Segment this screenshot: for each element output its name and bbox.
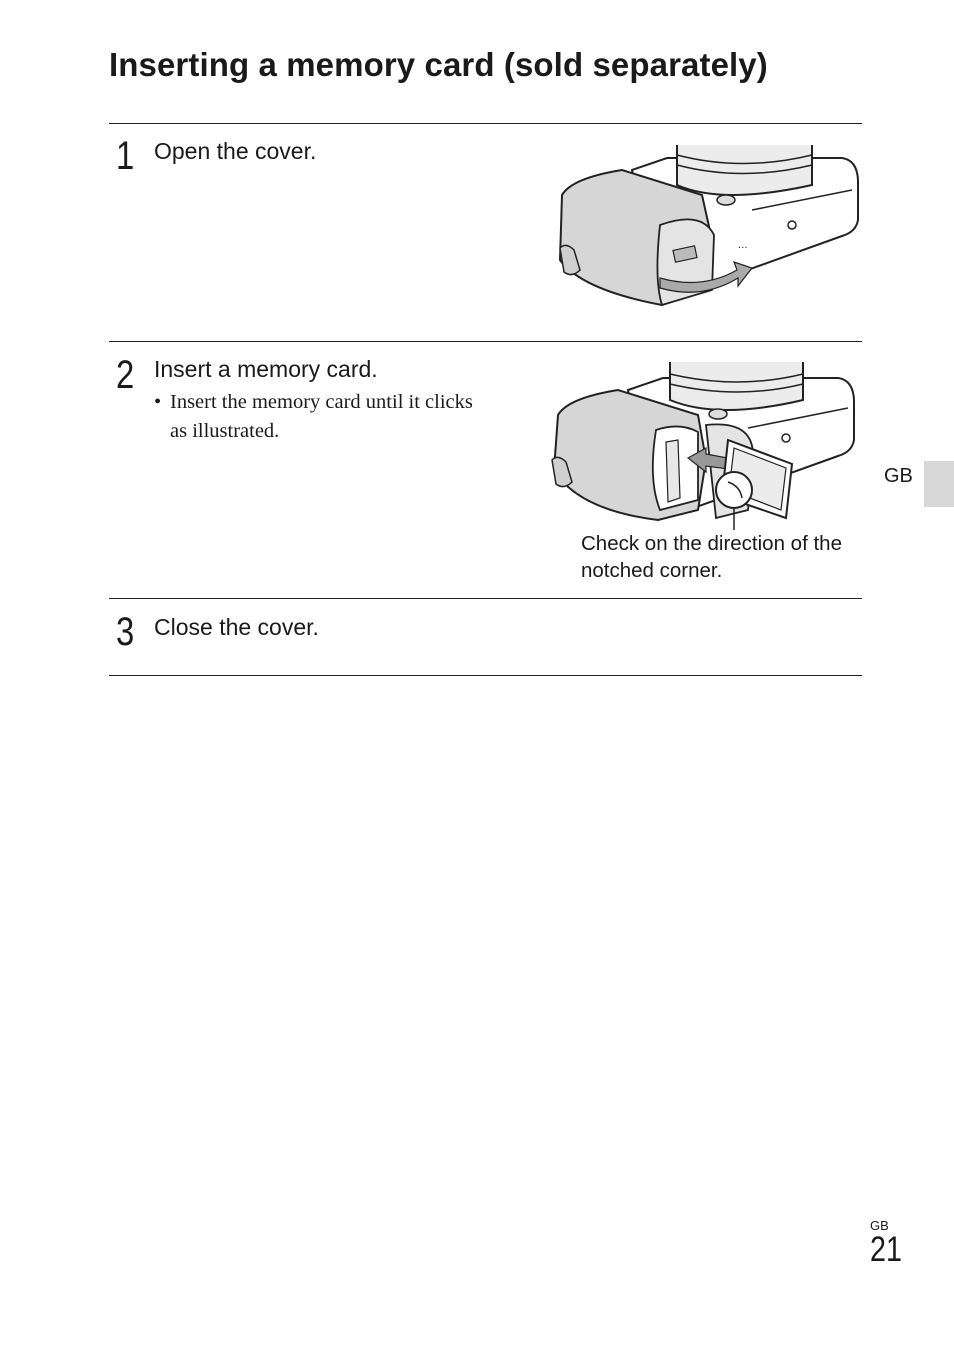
step-divider [109, 123, 862, 124]
language-tab-marker [924, 461, 954, 507]
step-divider [109, 341, 862, 342]
page-region-label: GB [870, 1218, 889, 1233]
language-tab-label: GB [884, 465, 913, 487]
step-instruction: Insert a memory card. [154, 356, 378, 382]
step-instruction: Close the cover. [154, 614, 319, 640]
step-number: 3 [116, 610, 135, 654]
step-note-text: Insert the memory card until it clicks a… [170, 391, 473, 442]
open-cover-illustration: ... [558, 145, 859, 307]
section-bottom-divider [109, 675, 862, 676]
step-number: 2 [116, 353, 135, 397]
svg-text:...: ... [738, 240, 748, 251]
step-number: 1 [116, 134, 135, 178]
insert-card-illustration [551, 362, 855, 530]
step-instruction: Open the cover. [154, 138, 317, 164]
callout-label: Check on the direction of the notched co… [581, 532, 842, 582]
bullet-mark: • [154, 391, 162, 413]
step-note: • Insert the memory card until it clicks… [154, 388, 484, 446]
page-title: Inserting a memory card (sold separately… [109, 46, 768, 83]
step-divider [109, 598, 862, 599]
page-number: 21 [870, 1230, 902, 1269]
